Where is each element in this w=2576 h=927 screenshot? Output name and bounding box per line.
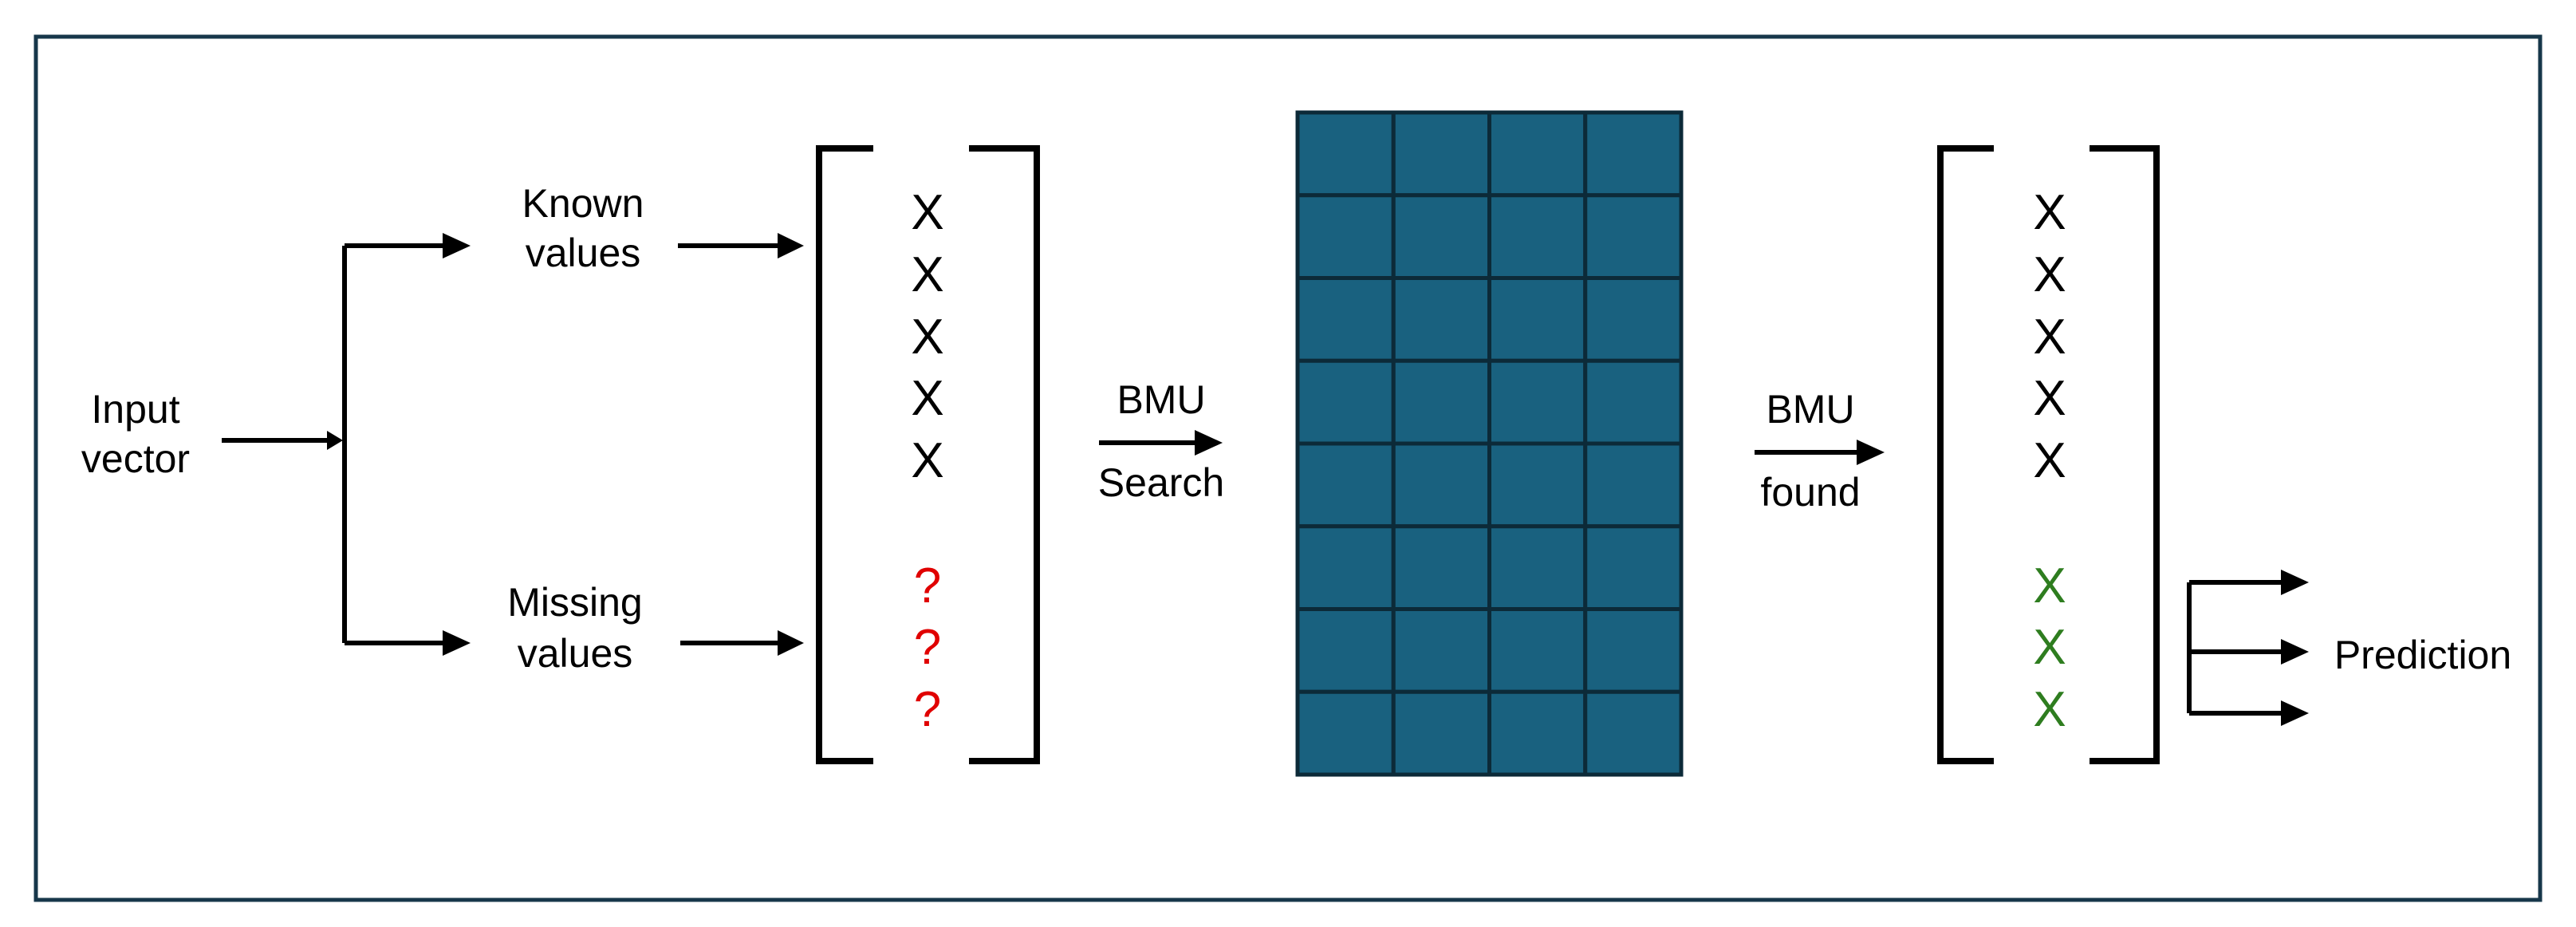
som-node (1295, 193, 1396, 280)
som-node (1391, 193, 1491, 280)
bmu-search-arrow (1099, 430, 1223, 456)
known-value-mark: X (911, 371, 943, 426)
som-node (1487, 276, 1588, 363)
som-node (1583, 193, 1684, 280)
known-value-mark: X (911, 433, 943, 488)
input-vector-brackets (816, 145, 1040, 764)
som-node (1583, 441, 1684, 529)
input-vector-label-line2: vector (81, 436, 190, 481)
known-value-mark: X (2033, 433, 2066, 488)
predicted-value-mark: X (2033, 558, 2066, 613)
som-node (1487, 524, 1588, 611)
bmu-found-label-line2: found (1760, 470, 1860, 515)
som-node (1295, 358, 1396, 446)
missing-values-label-line2: values (518, 631, 633, 676)
som-node (1295, 689, 1396, 777)
som-node (1487, 689, 1588, 777)
output-vector-brackets (1937, 145, 2160, 764)
missing-value-mark: ? (914, 682, 941, 737)
som-grid (1295, 110, 1684, 777)
diagram-frame (33, 34, 2543, 902)
som-node (1295, 607, 1396, 694)
prediction-label: Prediction (2334, 633, 2511, 677)
som-node (1391, 358, 1491, 446)
som-node (1295, 110, 1396, 198)
som-node (1391, 441, 1491, 529)
known-values-label-line2: values (526, 231, 641, 275)
som-node (1391, 276, 1491, 363)
vector-input-arrows (678, 233, 804, 656)
missing-value-mark: ? (914, 558, 941, 613)
bmu-search-label-line2: Search (1098, 460, 1224, 505)
missing-values-label-line1: Missing (507, 580, 642, 625)
input-vector-label-line1: Input (91, 387, 179, 432)
known-values-label-line1: Known (522, 181, 644, 226)
bmu-found-label-line1: BMU (1766, 387, 1854, 432)
known-value-mark: X (2033, 310, 2066, 365)
known-value-mark: X (2033, 185, 2066, 240)
som-node (1583, 276, 1684, 363)
known-value-mark: X (911, 247, 943, 302)
som-node (1295, 441, 1396, 529)
som-node (1487, 607, 1588, 694)
som-node (1583, 689, 1684, 777)
som-node (1391, 607, 1491, 694)
som-node (1487, 193, 1588, 280)
known-value-mark: X (2033, 371, 2066, 426)
som-node (1295, 524, 1396, 611)
missing-value-mark: ? (914, 620, 941, 675)
som-node (1583, 524, 1684, 611)
prediction-arrows (2187, 570, 2309, 726)
known-value-mark: X (911, 185, 943, 240)
som-node (1583, 110, 1684, 198)
input-split-arrows (222, 233, 471, 656)
predicted-value-mark: X (2033, 682, 2066, 737)
predicted-value-mark: X (2033, 620, 2066, 675)
som-node (1391, 110, 1491, 198)
som-node (1583, 607, 1684, 694)
som-node (1487, 110, 1588, 198)
som-node (1487, 441, 1588, 529)
known-value-mark: X (2033, 247, 2066, 302)
som-node (1583, 358, 1684, 446)
som-node (1391, 689, 1491, 777)
bmu-found-arrow (1755, 440, 1885, 465)
som-node (1295, 276, 1396, 363)
known-value-mark: X (911, 310, 943, 365)
som-node (1487, 358, 1588, 446)
som-node (1391, 524, 1491, 611)
bmu-search-label-line1: BMU (1117, 377, 1205, 422)
